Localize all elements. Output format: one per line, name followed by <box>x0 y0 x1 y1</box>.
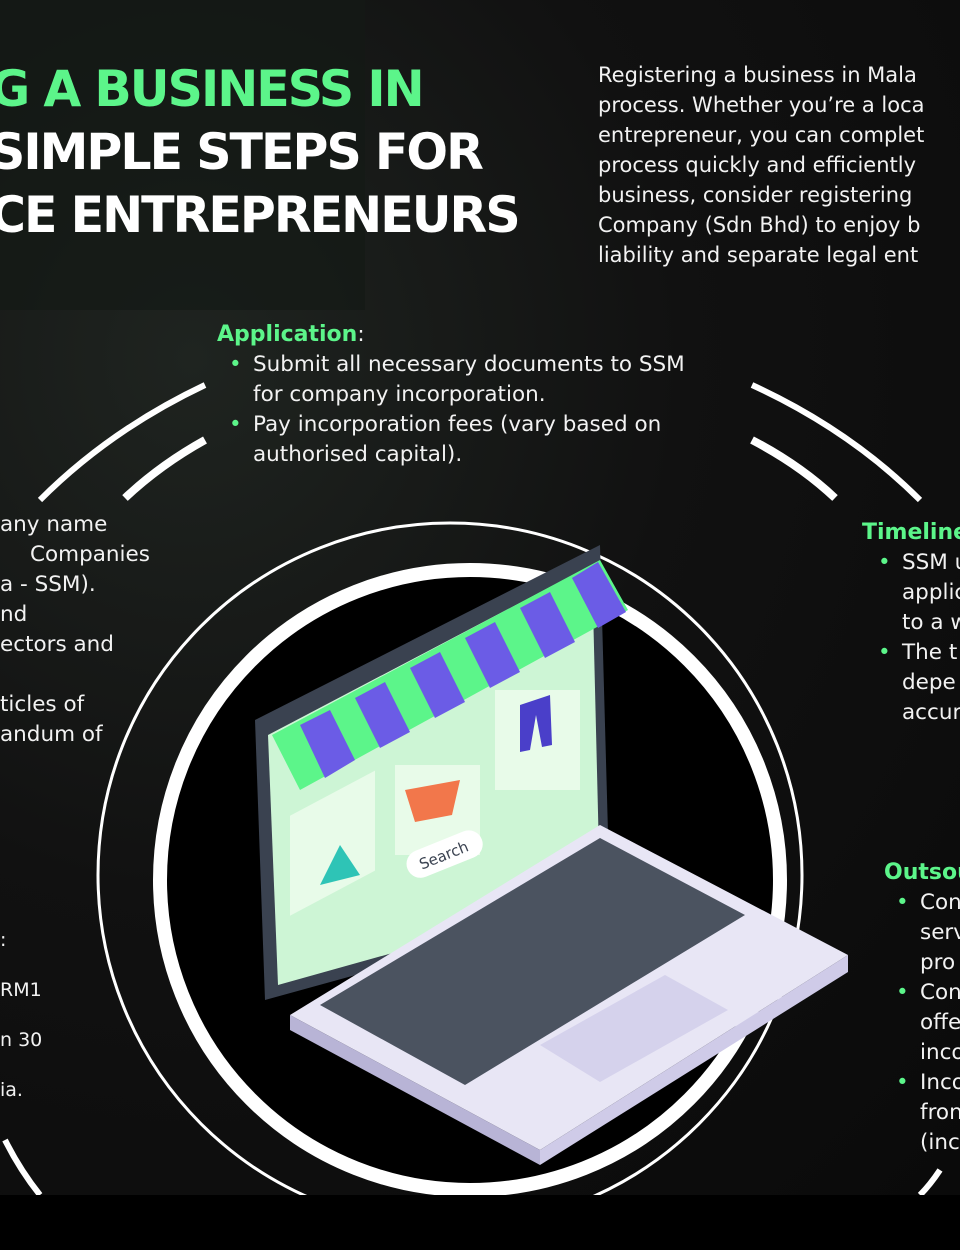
dress-icon <box>320 845 360 885</box>
outsourcing-heading: Outsou <box>884 860 960 885</box>
outer-arc-top-left-2 <box>122 436 207 501</box>
list-item: Inco fron (inc <box>884 1068 960 1158</box>
intro-line: process quickly and efficiently <box>598 153 917 177</box>
laptop-illustration: Search <box>255 545 848 1165</box>
list-item: Con offe inco <box>884 978 960 1068</box>
list-item: Con serv pro <box>884 888 960 978</box>
left-lower-section: : RM1 n 30 ia. <box>0 915 42 1115</box>
item-line: pro <box>920 950 956 975</box>
text-line <box>0 660 140 690</box>
trackpad <box>540 975 728 1082</box>
item-line: for company incorporation. <box>253 382 546 407</box>
awning <box>272 560 628 790</box>
search-bar <box>406 830 483 878</box>
intro-paragraph: Registering a business in Mala process. … <box>598 60 924 270</box>
item-line: Pay incorporation fees (vary based on <box>253 412 662 437</box>
outsourcing-section: Outsou Con serv pro Con offe inco Inco fron (i… <box>884 858 960 1158</box>
item-line: depe <box>902 670 956 695</box>
outer-arc-bottom-right <box>917 1168 943 1198</box>
item-line: SSM u <box>902 550 960 575</box>
text-line: nd <box>0 602 28 627</box>
application-heading: Application <box>217 322 358 347</box>
item-line: applic <box>902 580 960 605</box>
timeline-section: Timeline SSM u applic to a w The t depe accu… <box>862 518 960 728</box>
list-item: Submit all necessary documents to SSM for… <box>217 350 685 410</box>
text-line: ticles of <box>0 692 85 717</box>
item-line: Inco <box>920 1070 960 1095</box>
item-line: Con <box>920 890 960 915</box>
outer-arc-bottom-left <box>2 1138 43 1197</box>
title-line-1: G A BUSINESS IN <box>0 60 425 118</box>
item-line: Con <box>920 980 960 1005</box>
pants-icon <box>520 695 552 752</box>
item-line: Submit all necessary documents to SSM <box>253 352 685 377</box>
outer-arc-top-right <box>750 382 923 503</box>
text-line: : <box>0 929 7 951</box>
left-section: any name Companies a - SSM). nd ectors a… <box>0 510 150 750</box>
footer-band <box>0 1195 960 1250</box>
item-line: fron <box>920 1100 960 1125</box>
intro-line: Registering a business in Mala <box>598 63 917 87</box>
intro-line: liability and separate legal ent <box>598 243 919 267</box>
item-line: accur <box>902 700 960 725</box>
text-line: n 30 <box>0 1029 43 1051</box>
text-line: any name <box>0 512 108 537</box>
application-section: Application: Submit all necessary docume… <box>217 320 685 470</box>
intro-line: business, consider registering <box>598 183 913 207</box>
colon: : <box>357 322 365 347</box>
laptop-base-edge <box>290 1015 540 1165</box>
item-line: offe <box>920 1010 960 1035</box>
background-panel <box>0 0 365 310</box>
list-item: SSM u applic to a w <box>866 548 960 638</box>
outer-arc-top-left <box>37 382 207 503</box>
laptop-base-edge-right <box>540 955 848 1165</box>
text-line: a - SSM). <box>0 572 96 597</box>
title-line-3: CE ENTREPRENEURS <box>0 186 521 244</box>
text-line: ia. <box>0 1079 23 1101</box>
item-line: inco <box>920 1040 960 1065</box>
intro-line: Company (Sdn Bhd) to enjoy b <box>598 213 921 237</box>
outer-arc-top-right-2 <box>750 436 838 501</box>
keyboard <box>320 838 745 1085</box>
basket-icon <box>405 780 460 822</box>
page-title: G A BUSINESS IN SIMPLE STEPS FOR CE ENTR… <box>0 58 521 247</box>
list-item: Pay incorporation fees (vary based on aut… <box>217 410 685 470</box>
item-line: (inc <box>920 1130 960 1155</box>
item-line: authorised capital). <box>253 442 463 467</box>
text-line: ectors and <box>0 632 114 657</box>
item-line: serv <box>920 920 960 945</box>
title-line-2: SIMPLE STEPS FOR <box>0 123 484 181</box>
timeline-heading: Timeline <box>862 520 960 545</box>
item-line: to a w <box>902 610 960 635</box>
text-line: RM1 <box>0 979 42 1001</box>
item-line: The t <box>902 640 958 665</box>
text-line: Companies <box>30 542 150 567</box>
product-card-dress <box>290 770 375 916</box>
intro-line: entrepreneur, you can complet <box>598 123 925 147</box>
list-item: The t depe accur <box>866 638 960 728</box>
intro-line: process. Whether you’re a loca <box>598 93 925 117</box>
text-line: andum of <box>0 722 103 747</box>
